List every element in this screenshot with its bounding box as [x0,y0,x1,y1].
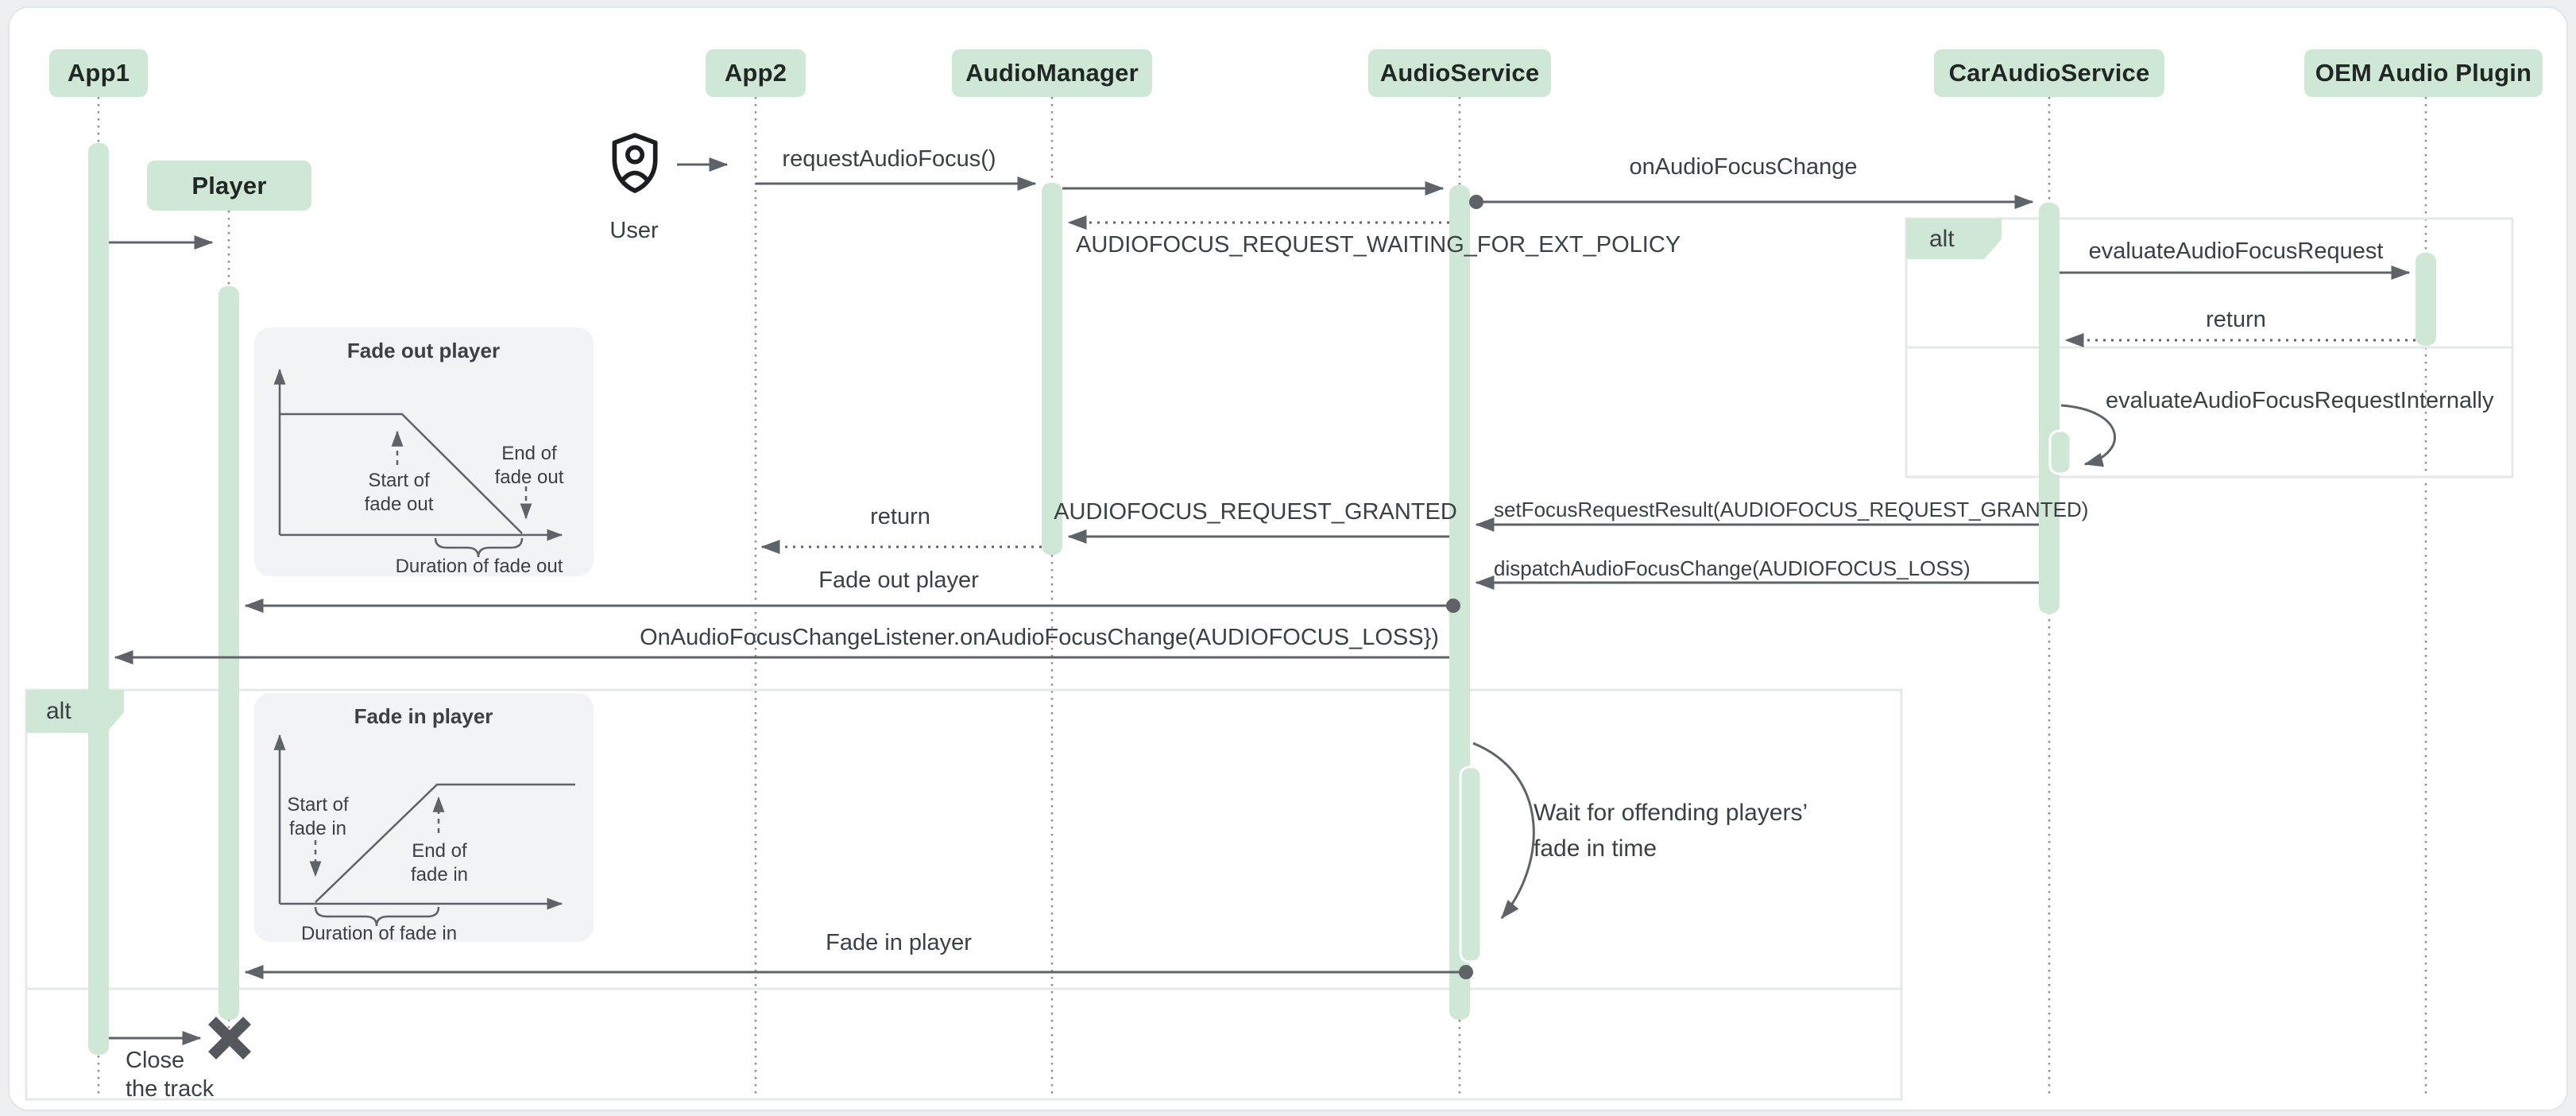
fade-in-duration-brace [314,906,440,927]
fade-out-start-label: Start of fade out [364,470,434,515]
participant-oem-audio-plugin: OEM Audio Plugin [2304,49,2543,97]
activation-caraudioservice [2039,203,2060,614]
source-ball-on-audio-focus-change [1469,195,1483,209]
participant-app2: App2 [706,49,806,97]
label-on-focus-change-listener: OnAudioFocusChangeListener.onAudioFocusC… [640,625,1439,650]
label-dispatch-focus-change: dispatchAudioFocusChange(AUDIOFOCUS_LOSS… [1494,556,1971,580]
fade-in-duration-label: Duration of fade in [300,923,458,944]
label-evaluate-internally: evaluateAudioFocusRequestInternally [2106,388,2494,413]
label-return-app2: return [870,504,930,529]
user-label: User [609,218,659,243]
participant-audioservice: AudioService [1368,49,1551,97]
label-fade-in-player: Fade in player [826,930,972,955]
source-ball-fade-in [1459,965,1473,979]
fade-in-end-label: End of fade in [410,840,469,885]
alt-operator-left: alt [46,698,72,724]
label-wait-note: Wait for offending players’ fade in time [1534,800,1808,862]
participant-caraudioservice: CarAudioService [1934,49,2164,97]
alt-fragment-left [25,688,1903,1101]
activation-audiomanager [1042,183,1062,555]
label-on-audio-focus-change: onAudioFocusChange [1629,154,1858,180]
fade-out-duration-brace [434,537,524,558]
fade-out-chart-title: Fade out player [346,339,501,362]
alt-label-pentagon-left [26,690,124,733]
participant-audiomanager: AudioManager [952,49,1152,97]
activation-app1 [88,143,109,1055]
user-icon [612,133,658,193]
fade-in-chart [254,693,594,942]
source-ball-fade-out [1446,599,1460,613]
arrow-evaluate-internally-self [2060,404,2117,467]
label-evaluate-audio-focus-request: evaluateAudioFocusRequest [2088,238,2384,264]
label-fade-out-player: Fade out player [818,568,979,593]
activation-audioservice-nested [1459,765,1483,963]
alt-operator-right: alt [1929,226,1955,252]
fade-out-volume-curve [280,413,523,534]
activation-oem [2415,253,2436,346]
fade-out-duration-label: Duration of fade out [395,556,563,577]
fade-out-chart [254,327,594,576]
participant-player: Player [147,161,311,211]
fade-out-end-label: End of fade out [494,443,564,488]
fade-in-start-label: Start of fade in [287,794,349,839]
alt-label-pentagon-right [1906,219,2002,259]
label-request-granted: AUDIOFOCUS_REQUEST_GRANTED [1054,499,1457,525]
label-waiting-ext-policy: AUDIOFOCUS_REQUEST_WAITING_FOR_EXT_POLIC… [1076,232,1681,258]
destroy-x-icon [208,1017,251,1060]
fade-in-volume-curve [315,783,575,903]
fade-out-chart-panel [254,327,594,576]
fade-in-chart-title: Fade in player [354,704,493,728]
activation-caraudioservice-nested [2048,429,2072,475]
label-close-track: Close the track [126,1048,215,1102]
activation-player [219,286,239,1020]
participant-app1: App1 [49,49,148,97]
label-request-audio-focus: requestAudioFocus() [782,146,996,172]
label-return-oem: return [2206,307,2266,332]
label-set-focus-request-result: setFocusRequestResult(AUDIOFOCUS_REQUEST… [1494,498,2089,521]
arrow-wait-fade-in-self [1472,742,1535,920]
